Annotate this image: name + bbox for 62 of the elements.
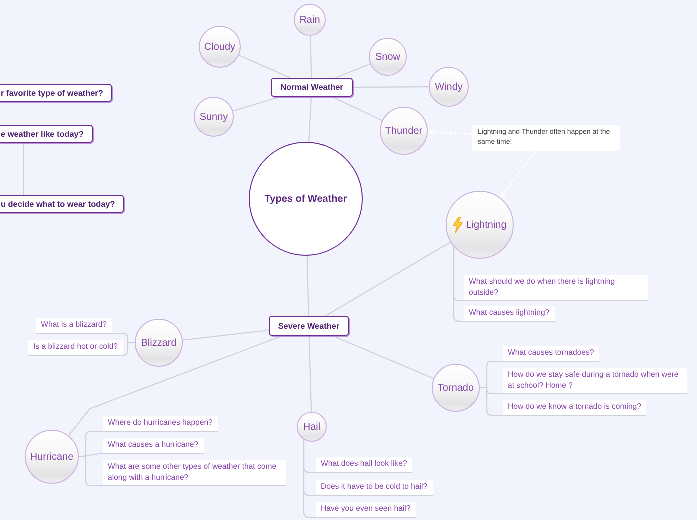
- topic-circle: [380, 107, 428, 155]
- dashed-arrow: [500, 150, 537, 198]
- topic-circle: [294, 4, 326, 36]
- topic-label: Lightning: [466, 220, 507, 230]
- topic-box-label: r favorite type of weather?: [1, 89, 104, 98]
- topic-label: Tornado: [438, 382, 474, 394]
- connector-line: [182, 330, 270, 341]
- topic-label: Sunny: [200, 112, 228, 122]
- topic-circle: [135, 319, 183, 367]
- topic-circle: [297, 412, 327, 442]
- connector-line: [336, 64, 371, 79]
- topic-label: Cloudy: [204, 42, 236, 52]
- question-card: [28, 340, 123, 356]
- connector-line: [332, 96, 383, 122]
- question-card: [316, 502, 416, 518]
- topic-label: Rain: [300, 14, 320, 26]
- topic-circle: [432, 364, 480, 412]
- topic-circle: [199, 26, 241, 68]
- question-card: [503, 368, 687, 394]
- topic-box: [0, 84, 112, 102]
- topic-box-label: u decide what to wear today?: [1, 200, 116, 209]
- topic-box: [0, 125, 93, 143]
- dashed-arrow: [428, 129, 472, 136]
- topic-box: [269, 316, 349, 336]
- central-topic-title: Types of Weather: [264, 194, 348, 204]
- connector-line: [238, 55, 291, 78]
- question-card: [103, 460, 286, 486]
- topic-circle: [194, 97, 234, 137]
- topic-label: Snow: [375, 52, 400, 62]
- question-card: [103, 438, 204, 454]
- connector-line: [306, 256, 310, 316]
- topic-label: Windy: [435, 82, 463, 92]
- question-card: [103, 416, 218, 432]
- question-card: [464, 275, 648, 302]
- question-card: [36, 318, 112, 334]
- topic-box: [271, 78, 353, 97]
- connector-line: [78, 452, 104, 458]
- topic-circle: [429, 67, 469, 107]
- connector-line: [233, 96, 281, 112]
- connector-line: [353, 86, 429, 88]
- connector-line: [326, 242, 451, 316]
- topic-label: Hail: [303, 422, 321, 432]
- connector-line: [68, 335, 283, 436]
- question-card: [503, 400, 646, 416]
- topic-box-label: Normal Weather: [280, 83, 344, 92]
- topic-box-label: e weather like today?: [1, 130, 84, 139]
- topic-label: Hurricane: [30, 452, 74, 462]
- topic-box: [0, 195, 124, 213]
- topic-box-label: Severe Weather: [278, 322, 340, 330]
- topic-circle: [25, 430, 79, 484]
- question-card: [316, 480, 433, 496]
- connector-line: [23, 143, 25, 195]
- connector-line: [310, 36, 312, 78]
- topic-circle: [369, 38, 407, 76]
- topic-label: Thunder: [385, 126, 423, 136]
- question-card: [464, 306, 555, 322]
- topic-label: Blizzard: [141, 338, 177, 348]
- connector-line: [332, 336, 434, 380]
- connector-line: [308, 96, 312, 142]
- connector-line: [308, 336, 312, 412]
- question-card: [503, 346, 600, 362]
- question-card: [316, 457, 412, 473]
